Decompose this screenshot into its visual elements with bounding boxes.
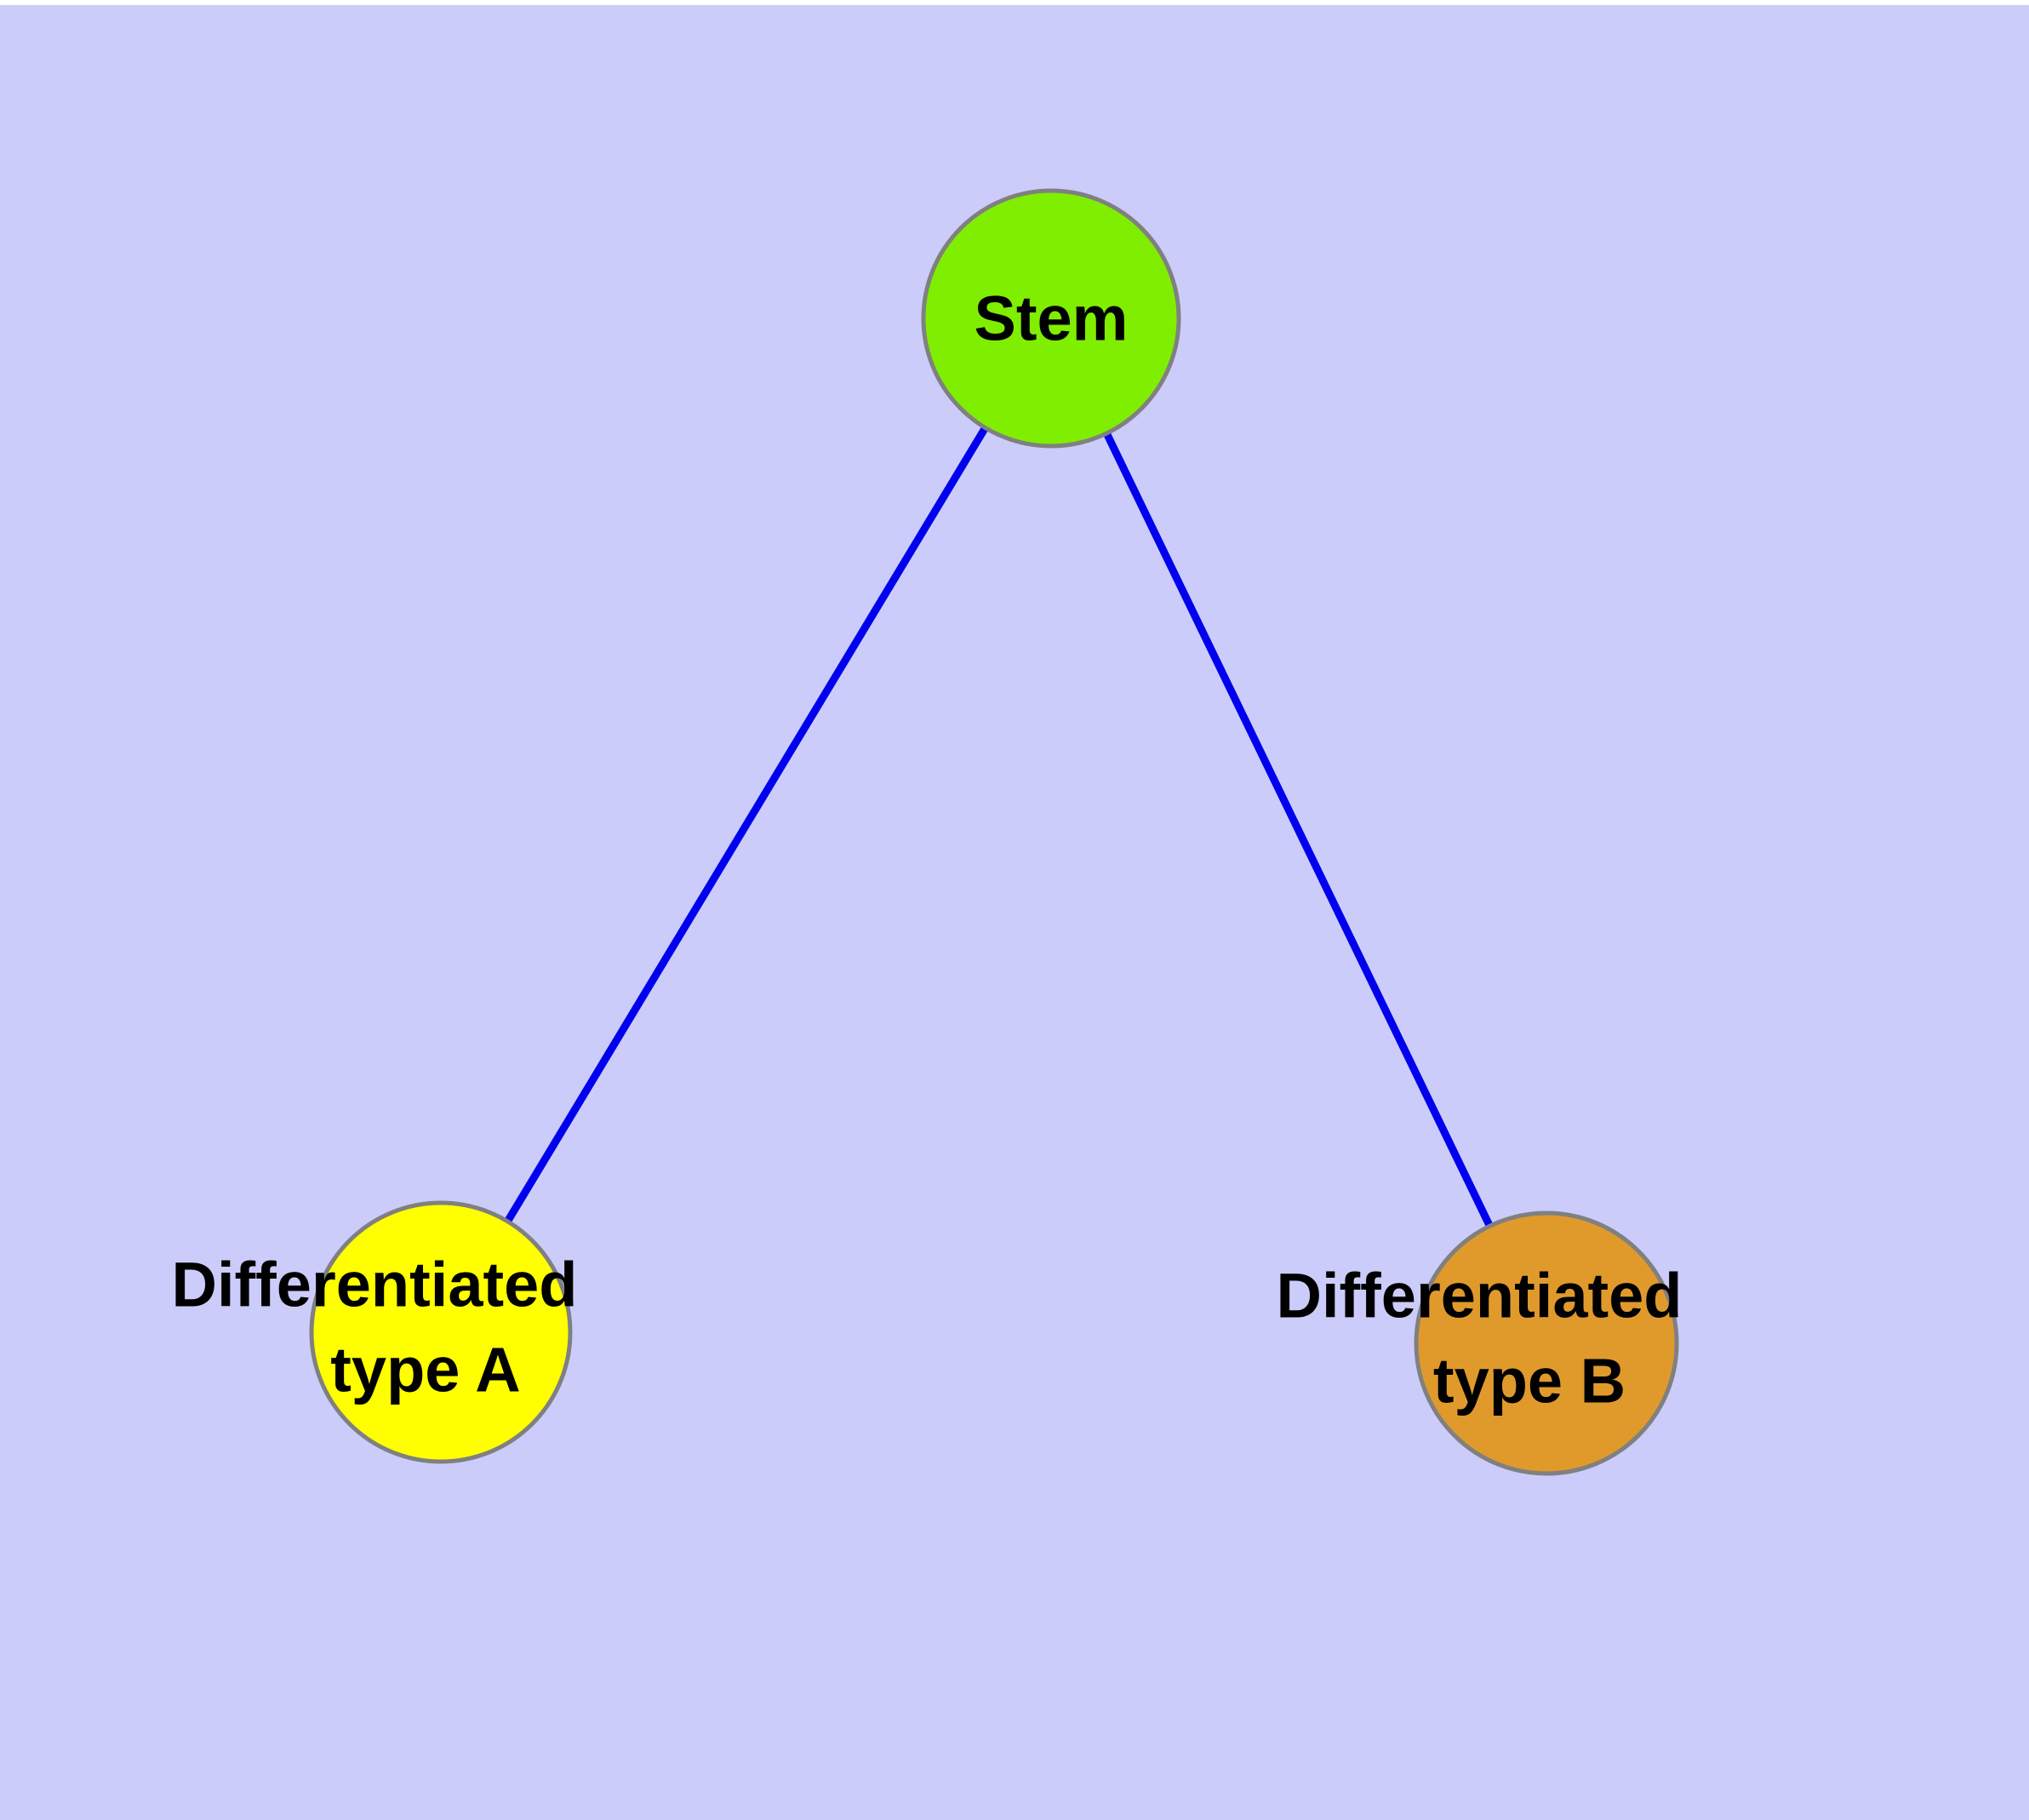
edge-stem-to-differentiated-type-a[interactable] [437, 316, 1055, 1335]
node-differentiated-type-a[interactable] [309, 1200, 573, 1464]
edge-stem-to-differentiated-type-b[interactable] [1047, 317, 1551, 1345]
node-differentiated-type-a-circle[interactable] [309, 1200, 573, 1464]
node-differentiated-type-b[interactable] [1414, 1210, 1679, 1476]
node-stem[interactable] [921, 188, 1181, 449]
edge-layer [437, 316, 1551, 1345]
node-stem-circle[interactable] [921, 188, 1181, 449]
node-layer [309, 188, 1679, 1476]
node-differentiated-type-b-circle[interactable] [1414, 1210, 1679, 1476]
